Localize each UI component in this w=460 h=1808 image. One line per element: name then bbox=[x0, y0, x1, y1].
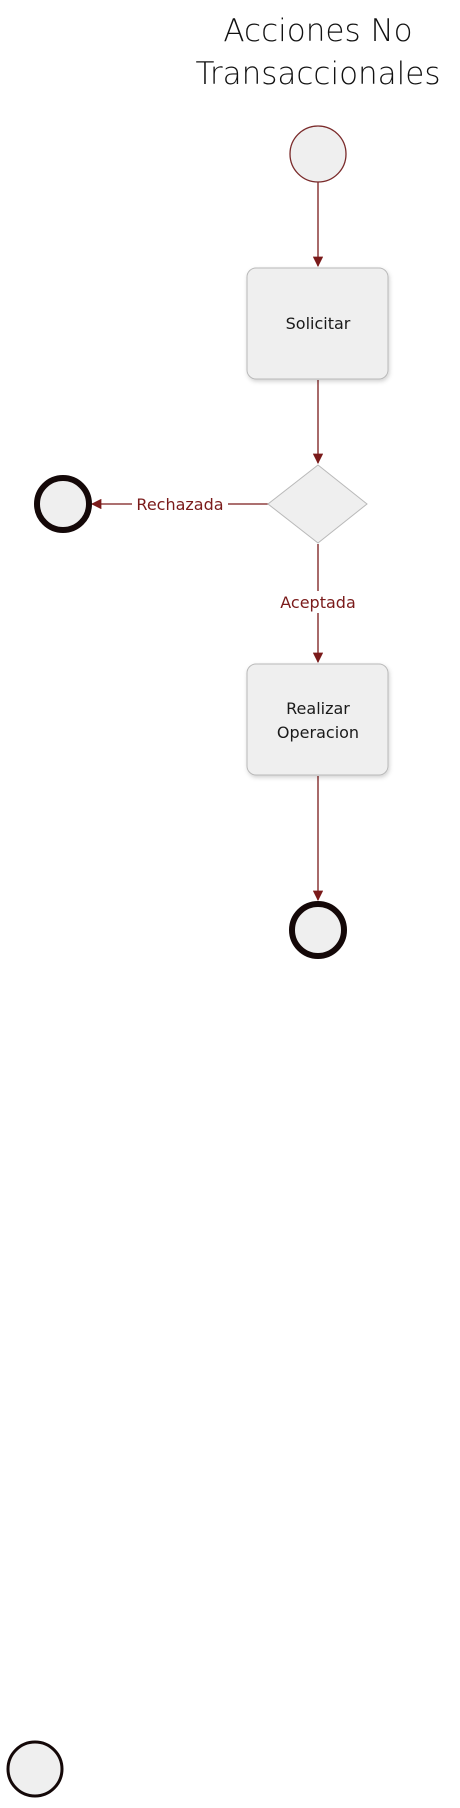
end-node bbox=[289, 901, 347, 959]
action-label-solicitar: Solicitar bbox=[286, 314, 351, 333]
action-label-realizar-line-2: Operacion bbox=[277, 723, 359, 742]
edge-label-aceptada: Aceptada bbox=[280, 593, 356, 612]
start-node bbox=[289, 125, 347, 183]
action-node-realizar-operacion bbox=[246, 663, 389, 776]
detached-start-node bbox=[6, 1740, 64, 1798]
diagram-title-line-1: Acciones No bbox=[223, 13, 412, 49]
decision-node bbox=[267, 464, 368, 544]
edge-label-rechazada-bg bbox=[132, 493, 228, 515]
edge-label-aceptada-bg bbox=[274, 591, 362, 613]
action-label-realizar-line-1: Realizar bbox=[286, 699, 350, 718]
diagram-title-line-2: Transaccionales bbox=[195, 56, 440, 92]
edge-label-rechazada: Rechazada bbox=[136, 495, 223, 514]
action-node-solicitar bbox=[246, 267, 389, 380]
rejected-end-node bbox=[34, 475, 92, 533]
